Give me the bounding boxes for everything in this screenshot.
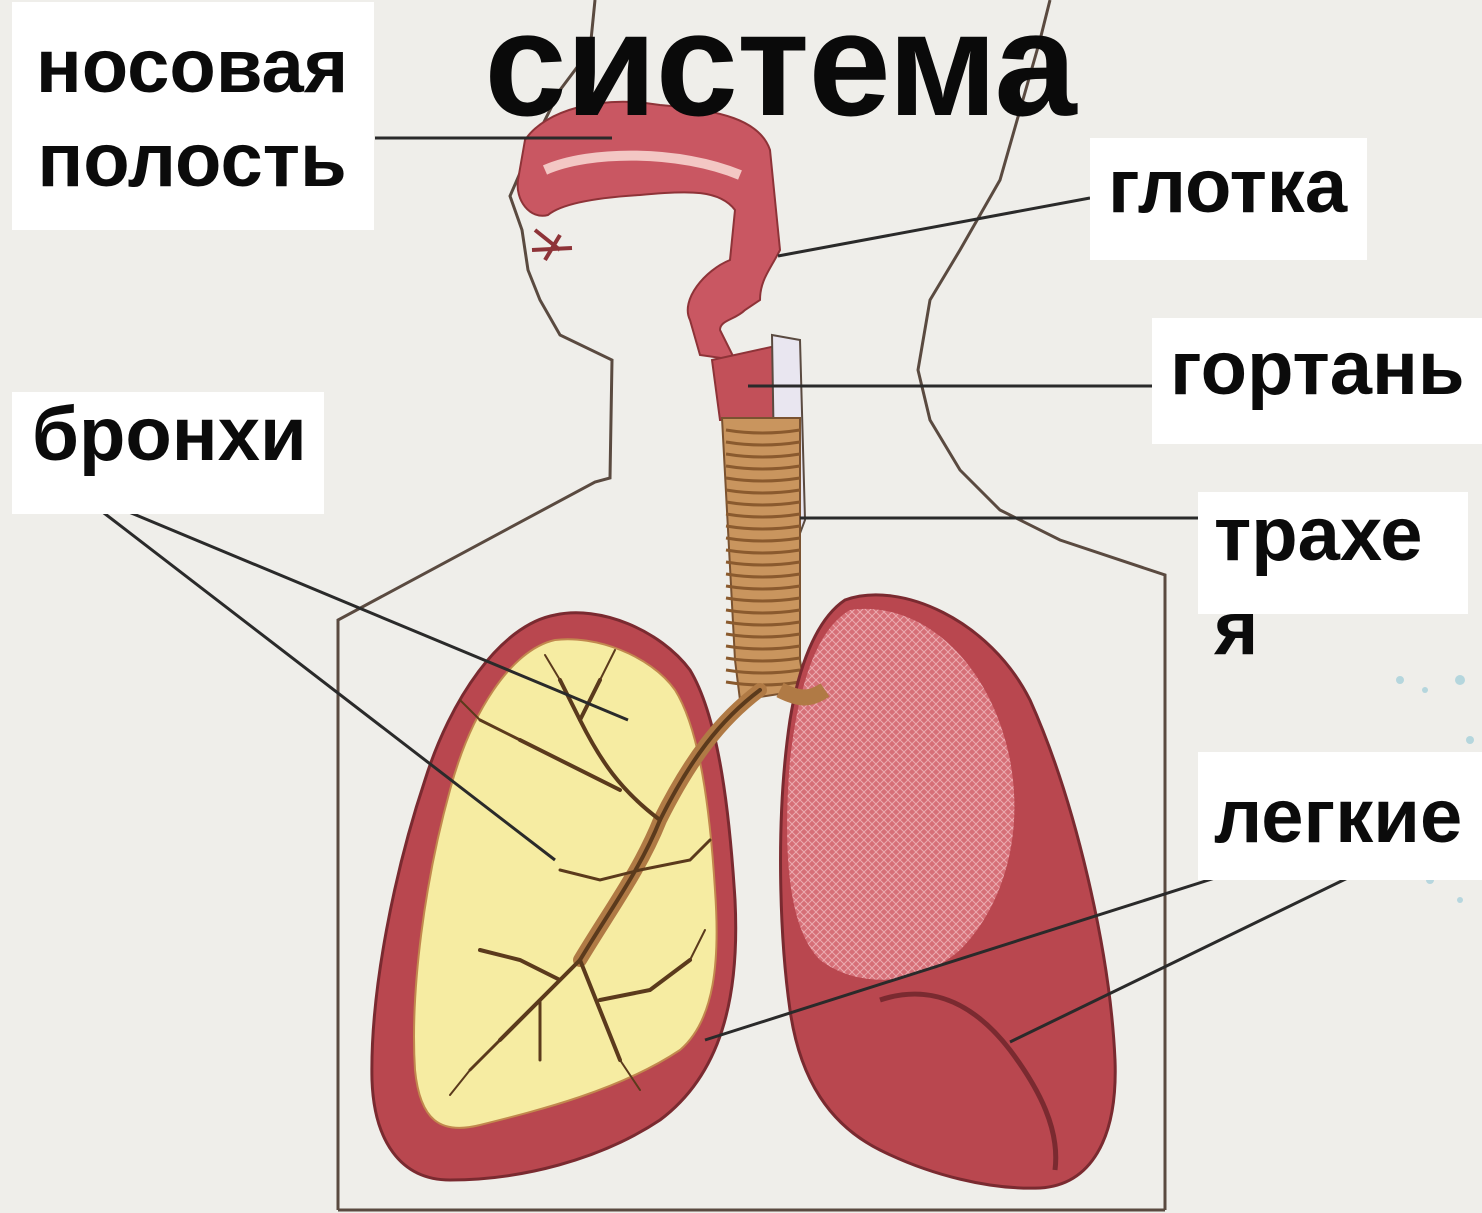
pointer-bronchi-1 [100,500,628,720]
label-bronchi: бронхи [12,388,312,482]
page-title: система [420,0,1140,140]
label-lungs: легкие [1198,770,1464,864]
label-lungs-text: легкие [1214,770,1464,864]
mouth-mark [532,230,572,260]
label-pharynx: глотка [1090,140,1370,234]
label-larynx-text: гортань [1170,322,1470,416]
label-nasal-cavity-text: носовая полость [12,20,372,208]
label-trachea-text: трахея [1214,488,1464,676]
label-bronchi-text: бронхи [32,388,312,482]
label-trachea: трахея [1198,488,1464,676]
main-bronchi-right [780,690,825,698]
label-larynx: гортань [1152,322,1470,416]
label-nasal-cavity: носовая полость [12,20,372,208]
pointer-pharynx [778,198,1090,256]
trachea-shape [722,418,805,700]
label-pharynx-text: глотка [1108,140,1370,234]
